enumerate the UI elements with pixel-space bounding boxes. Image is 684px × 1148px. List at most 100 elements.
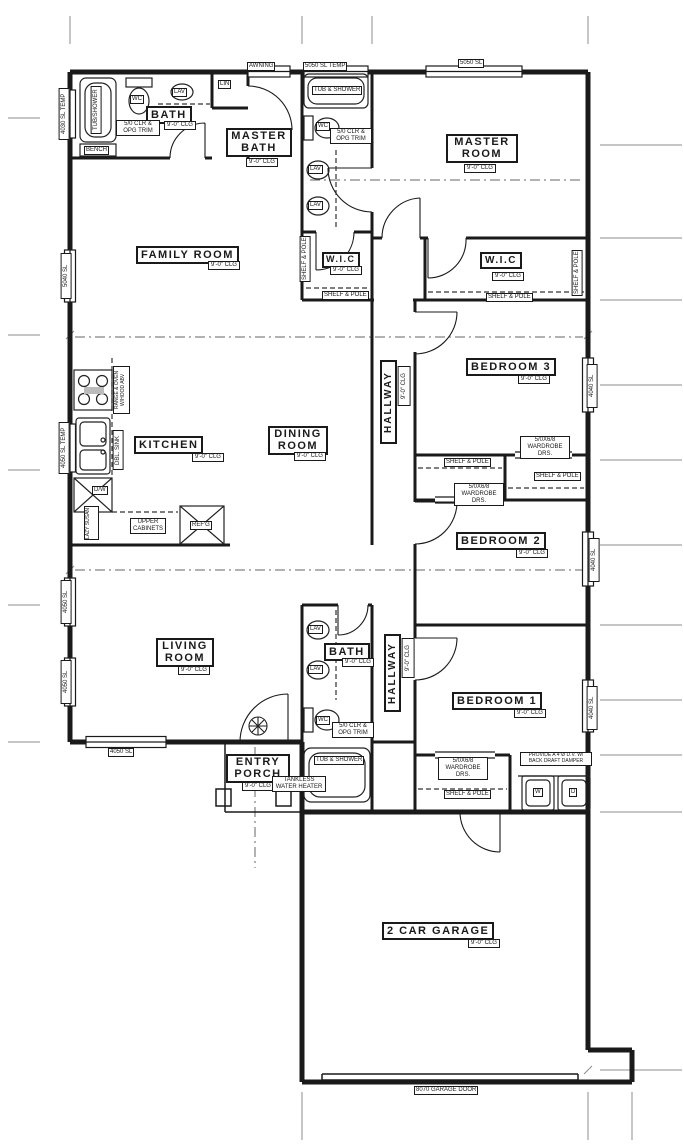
kitchen-sink-icon [75,417,111,475]
shower-icon [303,73,369,109]
garage-door-line [321,1073,579,1082]
note-label-water-heater: TANKLESS WATER HEATER [272,776,326,792]
dimension-lines [8,16,682,1140]
ceiling-height-label: 9'-0" CLG [402,638,415,678]
note-label-shelf-pole: SHELF & POLE [486,293,533,302]
ceiling-height-label: 9'-0" CLG [468,939,500,948]
centerlines [75,179,583,868]
dryer-icon [557,775,591,811]
window-label-5040-sl: 5040 SL [61,253,72,299]
note-label-shelf-pole: SHELF & POLE [444,458,491,467]
fixture-label-linen: LIN [218,80,232,89]
note-label-clr-opg: 5/0 CLR & OPG TRIM [330,128,372,144]
bench-icon [79,143,117,157]
room-label-wic-right: W.I.C [480,252,522,269]
fixture-label-wc: WC [316,716,330,725]
note-label-shelf-pole: SHELF & POLE [534,472,581,481]
fixture-label-dryer: D [569,788,578,797]
room-label-bedroom1: BEDROOM 1 [452,692,543,711]
room-label-master-bath: MASTER BATH [226,128,292,158]
window-label-4040-sl: 4040 SL [587,686,598,730]
washer-icon [521,775,555,811]
fixture-label-tub-shower: TUB & SHOWER [314,756,365,765]
fixture-label-corner-cabinet: LAZY SUSAN [84,506,99,540]
toilet-icon [125,77,153,115]
ceiling-height-label: 9'-0" CLG [178,666,210,675]
room-label-bedroom2: BEDROOM 2 [456,532,547,551]
note-label-wardrobe-doors: 5/0X6/8 WARDROBE DRS. [438,757,488,780]
ceiling-height-label: 9'-0" CLG [342,658,374,667]
ceiling-height-label: 9'-0" CLG [330,266,362,275]
window-label-4050-sl: 4050 SL [61,660,72,704]
room-label-living-room: LIVING ROOM [156,638,214,668]
window-label-4050-sl-temp: 4050 SL TEMP [59,422,70,474]
fixture-label-lav: LAV [308,201,323,210]
fixture-label-lav: LAV [308,625,323,634]
fixture-label-range: RANGE & OVEN W/HOOD ABV [113,366,130,414]
fixture-label-tub-shower: TUB/SHOWER [91,86,102,134]
exterior-walls [67,69,635,1085]
toilet-icon [303,707,340,733]
fixture-label-wc: WC [130,95,144,104]
range-icon [73,369,113,411]
note-label-shelf-pole: SHELF & POLE [572,250,583,296]
window-label-awning: AWNING [247,62,276,71]
note-label-dryer-vent: PROVIDE A 4"Ø D.V. W/ BACK DRAFT DAMPER [520,752,592,766]
note-label-shelf-pole: SHELF & POLE [300,236,311,282]
door-swing-arcs [169,85,501,853]
ceiling-height-label: 9'-0" CLG [398,366,411,406]
note-label-clr-opg: 5/0 CLR & OPG TRIM [116,120,160,136]
room-label-bedroom3: BEDROOM 3 [466,358,557,377]
fixture-label-washer: W [533,788,543,797]
sink-icon [306,620,330,680]
garage-door-label: 8070 GARAGE DOOR [414,1086,479,1095]
window-label-4040-sl: 4040 SL [587,364,598,408]
bathtub-icon [79,77,117,143]
room-label-dining-room: DINING ROOM [268,426,328,456]
ceiling-height-label: 9'-0" CLG [516,549,548,558]
note-label-wardrobe-doors: 5/0X6/8 WARDROBE DRS. [520,436,570,459]
ceiling-height-label: 9'-0" CLG [192,453,224,462]
room-label-hallway-low: HALLWAY [384,634,401,712]
ceiling-height-label: 9'-0" CLG [246,158,278,167]
window-label-4050-sl: 4050 SL [61,580,72,624]
window-label-4050-sl: 4050 SL [108,748,135,757]
fixture-label-upper-cabinets: UPPER CABINETS [130,518,166,534]
window-label-4030-sl-temp: 4030 SL TEMP [59,88,70,140]
room-label-master-room: MASTER ROOM [446,134,518,164]
room-label-family-room: FAMILY ROOM [136,246,239,265]
window-label-4040-sl: 4040 SL [589,538,600,582]
fixture-label-refrigerator: REF'G [190,521,212,530]
note-label-shelf-pole: SHELF & POLE [444,790,491,799]
fixture-label-lav: LAV [172,88,187,97]
room-label-kitchen: KITCHEN [134,436,204,455]
ceiling-height-label: 9'-0" CLG [514,709,546,718]
entry-light-icon [248,716,268,736]
dashed-shelf-and-counter-lines [111,103,584,790]
note-label-shelf-pole: SHELF & POLE [322,291,369,300]
fixture-label-bench: BENCH [84,146,110,155]
note-label-clr-opg: 5/0 CLR & OPG TRIM [332,722,374,738]
bathtub-icon [303,747,371,803]
porch-outline [224,742,302,813]
window-label-5050-sl-temp: 5050 SL TEMP [303,62,348,71]
window-label-5050-sl: 5050 SL [458,59,485,68]
fixture-label-lav: LAV [308,165,323,174]
fixture-label-dbl-sink: DBL. SINK [113,430,124,470]
room-label-garage: 2 CAR GARAGE [382,922,495,941]
fixture-label-wc: WC [316,122,330,131]
ceiling-height-label: 9'-0" CLG [242,782,274,791]
sink-icon [306,160,330,216]
ceiling-height-label: 9'-0" CLG [208,261,240,270]
note-label-wardrobe-doors: 5/0X6/8 WARDROBE DRS. [454,483,504,506]
sink-icon [170,83,194,101]
fixture-label-dishwasher: D/W [92,486,108,495]
ceiling-height-label: 9'-0" CLG [294,452,326,461]
fixture-label-tub-shower: TUB & SHOWER [312,86,363,95]
room-label-hallway-top: HALLWAY [380,360,397,444]
ceiling-height-label: 9'-0" CLG [492,272,524,281]
ceiling-height-label: 9'-0" CLG [464,164,496,173]
fixture-label-lav: LAV [308,665,323,674]
